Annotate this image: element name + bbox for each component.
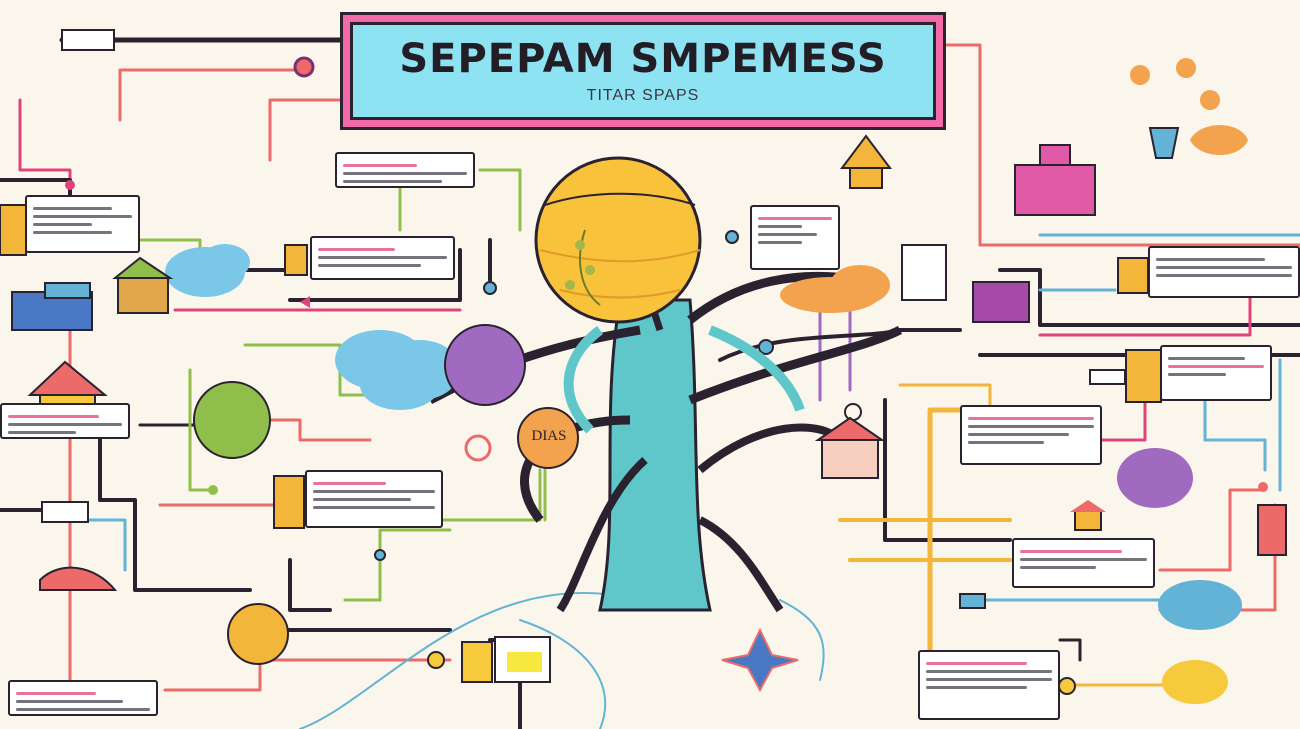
note-card — [1012, 538, 1155, 588]
house-icon-center-right — [814, 416, 886, 479]
house-icon-green — [112, 256, 174, 314]
cloud-orange-right — [780, 265, 890, 313]
plant-circle-icon — [193, 381, 271, 459]
flower-vase-icon — [1130, 58, 1248, 159]
note-card — [750, 205, 840, 270]
page-subtitle: TITAR SPAPS — [586, 87, 700, 104]
note-card — [25, 195, 140, 253]
sun-node — [534, 156, 702, 324]
note-card — [310, 236, 455, 280]
cloud-yellow-bottom-right — [1162, 660, 1228, 704]
note-card — [8, 680, 158, 716]
tree-illustration — [427, 247, 903, 613]
note-card — [335, 152, 475, 188]
note-card — [0, 403, 130, 439]
tree-node-label: DIAS — [531, 428, 567, 444]
cloud-blue-right — [1158, 580, 1242, 630]
title-banner: SEPEPAM SMPEMESS TITAR SPAPS — [340, 12, 946, 130]
cloud-purple-center — [444, 324, 526, 406]
note-card — [1148, 246, 1300, 298]
star-icon — [721, 627, 799, 693]
orange-circle-icon — [227, 603, 289, 665]
note-card — [1160, 345, 1272, 401]
cloud-blue-left — [165, 244, 250, 297]
cloud-orange-tree — [517, 407, 579, 469]
cloud-blue-center — [335, 330, 460, 410]
pagoda-icon — [840, 134, 892, 189]
title-panel: SEPEPAM SMPEMESS TITAR SPAPS — [350, 22, 936, 120]
cloud-purple-right — [1117, 448, 1193, 508]
note-card — [305, 470, 443, 528]
building-icon-blue — [11, 282, 93, 331]
document-icon — [901, 244, 947, 301]
node-markers — [65, 56, 1268, 695]
note-card — [960, 405, 1102, 465]
small-house-icon — [1070, 500, 1106, 531]
monitor-icon — [972, 281, 1030, 323]
note-card — [918, 650, 1060, 720]
tower-icon — [1257, 504, 1287, 556]
building-icon-pink — [1014, 144, 1096, 216]
bird-icon — [39, 566, 118, 591]
page-title: SEPEPAM SMPEMESS — [399, 36, 887, 82]
